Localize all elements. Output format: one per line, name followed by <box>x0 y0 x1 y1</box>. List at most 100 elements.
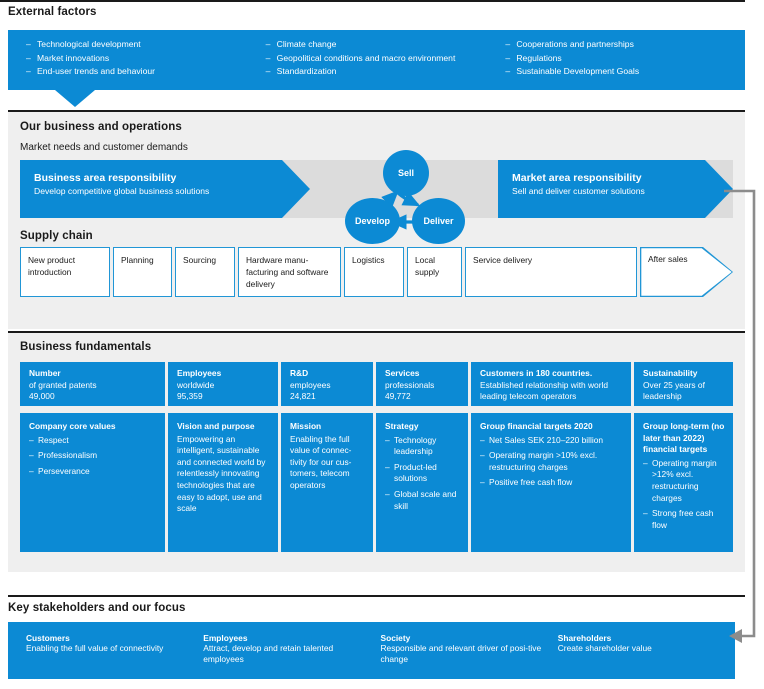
value-card-body: Enabling the full value of connec-tivity… <box>290 433 352 490</box>
value-card-bullet: –Perseverance <box>29 465 90 476</box>
stat-card: Services professionals 49,772 <box>376 362 468 406</box>
downward-triangle-icon <box>55 90 95 107</box>
value-card-bullet: –Product-led solutions <box>385 461 437 484</box>
business-area-subtext: Develop competitive global business solu… <box>34 186 210 196</box>
supply-chain-step: Local supply <box>407 247 462 297</box>
business-fundamentals-title: Business fundamentals <box>20 341 152 353</box>
dash-icon: – <box>385 488 390 499</box>
external-factor-item: –Technological development <box>26 38 266 52</box>
value-card-bullet: –Positive free cash flow <box>480 477 573 488</box>
dash-icon: – <box>480 434 485 445</box>
dash-icon: – <box>643 457 648 468</box>
value-card-bullet: –Operating margin >12% excl. restructuri… <box>643 457 717 503</box>
dash-icon: – <box>29 465 34 476</box>
value-card: Company core values –Respect –Profession… <box>20 413 165 552</box>
stakeholder-subtext: Enabling the full value of connectivity <box>26 643 164 653</box>
stakeholder-item: Employees Attract, develop and retain ta… <box>203 633 380 666</box>
operations-divider <box>8 110 745 112</box>
value-card-bullet: –Professionalism <box>29 450 98 461</box>
dash-icon: – <box>385 434 390 445</box>
value-card-bullets: –Net Sales SEK 210–220 billion –Operatin… <box>480 435 623 489</box>
stakeholder-heading: Society <box>380 633 411 643</box>
value-card: Strategy –Technology leadership –Product… <box>376 413 468 552</box>
feedback-connector-arrow-icon <box>724 189 756 643</box>
stakeholders-title: Key stakeholders and our focus <box>8 602 186 614</box>
external-factor-item: –Market innovations <box>26 52 266 66</box>
market-area-responsibility-arrow: Market area responsibility Sell and deli… <box>498 160 733 218</box>
value-card-bullet: –Operating margin >10% excl. restructuri… <box>480 450 598 472</box>
stat-card-value: 49,772 <box>385 391 411 402</box>
stakeholder-item: Society Responsible and relevant driver … <box>381 633 558 666</box>
supply-chain-step: Hardware manu-facturing and software del… <box>238 247 341 297</box>
external-factors-box: –Technological development –Market innov… <box>8 30 745 90</box>
value-card: Group long-term (no later than 2022) fin… <box>634 413 733 552</box>
stakeholder-item: Customers Enabling the full value of con… <box>26 633 203 666</box>
external-factor-item: –Geopolitical conditions and macro envir… <box>266 52 506 66</box>
business-area-responsibility-arrow: Business area responsibility Develop com… <box>20 160 310 218</box>
stat-card-line: of granted patents <box>29 379 97 390</box>
value-card-bullet: –Respect <box>29 434 69 445</box>
supply-chain-step: Planning <box>113 247 172 297</box>
stakeholder-heading: Customers <box>26 633 70 643</box>
market-area-heading: Market area responsibility <box>512 172 642 184</box>
stakeholder-heading: Employees <box>203 633 248 643</box>
stat-card-value: 95,359 <box>177 391 203 402</box>
operations-subtitle: Market needs and customer demands <box>20 142 188 153</box>
value-card-heading: Mission <box>290 421 322 431</box>
value-card: Vision and purpose Empowering an intelli… <box>168 413 278 552</box>
dash-icon: – <box>26 52 31 63</box>
stat-card-heading: Customers in 180 countries. <box>480 368 593 378</box>
value-card: Group financial targets 2020 –Net Sales … <box>471 413 631 552</box>
stakeholder-subtext: Create shareholder value <box>557 643 652 653</box>
dash-icon: – <box>505 52 511 63</box>
value-card-bullet: –Strong free cash flow <box>643 508 714 530</box>
value-card: Mission Enabling the full value of conne… <box>281 413 373 552</box>
value-card-body: Empowering an intelligent, sustainable a… <box>177 433 266 514</box>
value-card-heading: Vision and purpose <box>177 421 255 431</box>
operations-title: Our business and operations <box>20 121 182 133</box>
external-factor-item: –Climate change <box>266 38 506 52</box>
external-factors-divider <box>0 0 745 2</box>
supply-chain-step: Sourcing <box>175 247 235 297</box>
dash-icon: – <box>26 66 31 76</box>
dash-icon: – <box>265 52 271 63</box>
value-card-heading: Group long-term (no later than 2022) fin… <box>643 421 725 455</box>
market-area-subtext: Sell and deliver customer solutions <box>512 186 645 196</box>
dash-icon: – <box>26 39 31 49</box>
external-factor-item: –Cooperations and partnerships <box>505 38 745 52</box>
stat-card-line: employees <box>290 379 331 390</box>
external-factors-column-1: –Technological development –Market innov… <box>26 38 266 90</box>
supply-chain-step: New product introduction <box>20 247 110 297</box>
business-fundamentals-panel: Business fundamentals Number of granted … <box>8 333 745 572</box>
supply-chain-step-label: After sales <box>648 254 688 264</box>
dash-icon: – <box>29 450 34 461</box>
stat-card-heading: Sustainability <box>643 368 698 378</box>
stakeholder-subtext: Attract, develop and retain talented emp… <box>203 643 334 665</box>
stat-card-heading: Employees <box>177 368 222 378</box>
stat-card-line: worldwide <box>177 379 215 390</box>
supply-chain-step: Service delivery <box>465 247 637 297</box>
operations-panel: Our business and operations Market needs… <box>8 112 745 329</box>
value-card-bullets: –Respect –Professionalism –Perseverance <box>29 435 157 478</box>
dash-icon: – <box>480 450 485 461</box>
dash-icon: – <box>480 477 485 488</box>
value-card-heading: Strategy <box>385 421 419 431</box>
dash-icon: – <box>385 461 390 472</box>
stakeholders-divider <box>8 595 745 597</box>
dash-icon: – <box>265 66 271 76</box>
cycle-node-develop: Develop <box>345 198 400 244</box>
stat-card-heading: Number <box>29 368 61 378</box>
business-area-heading: Business area responsibility <box>34 172 177 184</box>
stat-card-heading: R&D <box>290 368 309 378</box>
external-factor-item: –Standardization <box>266 65 506 79</box>
stat-card-value: 24,821 <box>290 391 316 402</box>
supply-chain-step: Logistics <box>344 247 404 297</box>
supply-chain-title: Supply chain <box>20 230 93 242</box>
external-factor-item: –Sustainable Development Goals <box>505 65 745 79</box>
stat-card-line: Established relationship with world lead… <box>480 379 609 402</box>
dash-icon: – <box>505 39 511 49</box>
stat-card: Customers in 180 countries. Established … <box>471 362 631 406</box>
external-factors-column-2: –Climate change –Geopolitical conditions… <box>266 38 506 90</box>
stat-card: Number of granted patents 49,000 <box>20 362 165 406</box>
